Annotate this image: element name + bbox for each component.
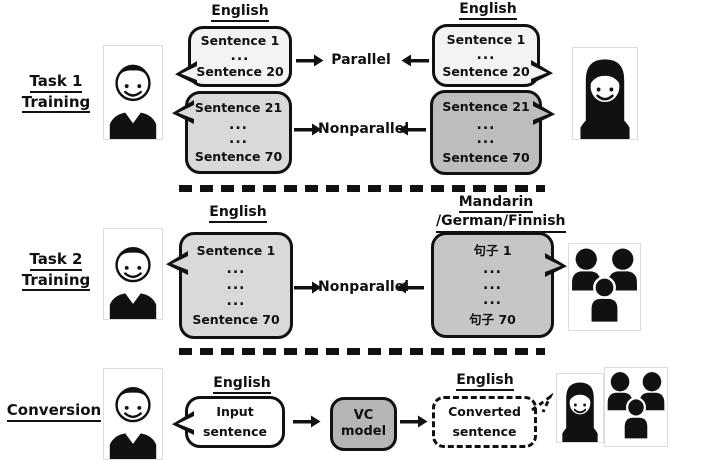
- male-speaker-icon: [109, 64, 157, 139]
- bubble-tail: [175, 61, 197, 85]
- task1-label: Task 1 Training: [12, 72, 100, 113]
- group-listeners-avatar: [604, 367, 668, 447]
- group-speakers-avatar: [568, 243, 641, 331]
- arrow-right-icon: [294, 281, 322, 294]
- row1-left-language-header: English: [190, 3, 290, 23]
- bubble-tail: [533, 101, 555, 125]
- row2-right-header-line1: Mandarin: [458, 194, 534, 214]
- male-speaker-avatar: [103, 228, 163, 320]
- group-speakers-icon: [572, 248, 637, 325]
- row1-right-language-header: English: [438, 1, 538, 21]
- row1-left-nonparallel-bubble: Sentence 21 ... ... Sentence 70: [172, 91, 292, 174]
- bubble-tail: [172, 411, 194, 435]
- female-speaker-avatar: [572, 47, 638, 140]
- arrow-left-icon: [398, 123, 426, 136]
- female-speaker-icon: [562, 382, 598, 442]
- converted-sentence-bubble: Converted sentence: [432, 393, 554, 448]
- parallel-label: Parallel: [331, 52, 391, 68]
- task1-label-line2: Training: [21, 93, 91, 113]
- conversion-label: Conversion: [4, 401, 104, 422]
- arrow-right-icon: [294, 123, 322, 136]
- input-sentence-bubble: Input sentence: [172, 396, 285, 448]
- row2-right-header-line2: /German/Finnish: [436, 214, 566, 233]
- dashed-tail-icon: [531, 393, 554, 413]
- row1-right-parallel-bubble: Sentence 1 ... Sentence 20: [432, 24, 553, 87]
- task2-label: Task 2 Training: [12, 250, 100, 291]
- row2-left-bubble: Sentence 1 ... ... ... Sentence 70: [166, 232, 293, 339]
- row2-right-bubble: 句子 1 ... ... ... 句子 70: [431, 232, 567, 338]
- arrow-right-icon: [400, 415, 428, 428]
- row1-right-nonparallel-bubble: Sentence 21 ... ... Sentence 70: [430, 90, 555, 175]
- female-listener-avatar: [556, 373, 604, 443]
- row3-left-language-header: English: [192, 375, 292, 395]
- task2-label-line2: Training: [21, 271, 91, 291]
- arrow-left-icon: [396, 281, 424, 294]
- bubble-tail: [172, 100, 194, 124]
- row1-left-parallel-bubble: Sentence 1 ... Sentence 20: [175, 26, 292, 87]
- arrow-right-icon: [293, 415, 321, 428]
- nonparallel-label-row2: Nonparallel: [318, 279, 410, 295]
- arrow-right-icon: [296, 54, 324, 67]
- dashed-divider: [179, 185, 545, 192]
- female-speaker-icon: [580, 59, 630, 139]
- arrow-left-icon: [401, 54, 429, 67]
- bubble-tail: [531, 60, 553, 84]
- male-speaker-avatar: [103, 368, 163, 460]
- vc-model-box: VC model: [330, 397, 397, 451]
- male-speaker-avatar: [103, 45, 163, 140]
- task2-label-line1: Task 2: [29, 251, 83, 271]
- task1-label-line1: Task 1: [29, 73, 83, 93]
- row2-right-language-header: Mandarin /German/Finnish: [436, 194, 566, 233]
- row3-right-language-header: English: [435, 372, 535, 392]
- male-speaker-icon: [109, 387, 157, 459]
- group-speakers-icon: [607, 372, 665, 441]
- nonparallel-label-row1: Nonparallel: [318, 121, 410, 137]
- row2-left-language-header: English: [188, 204, 288, 224]
- bubble-tail: [166, 251, 188, 275]
- dashed-divider: [179, 348, 545, 355]
- male-speaker-icon: [109, 247, 157, 319]
- bubble-tail: [545, 253, 567, 277]
